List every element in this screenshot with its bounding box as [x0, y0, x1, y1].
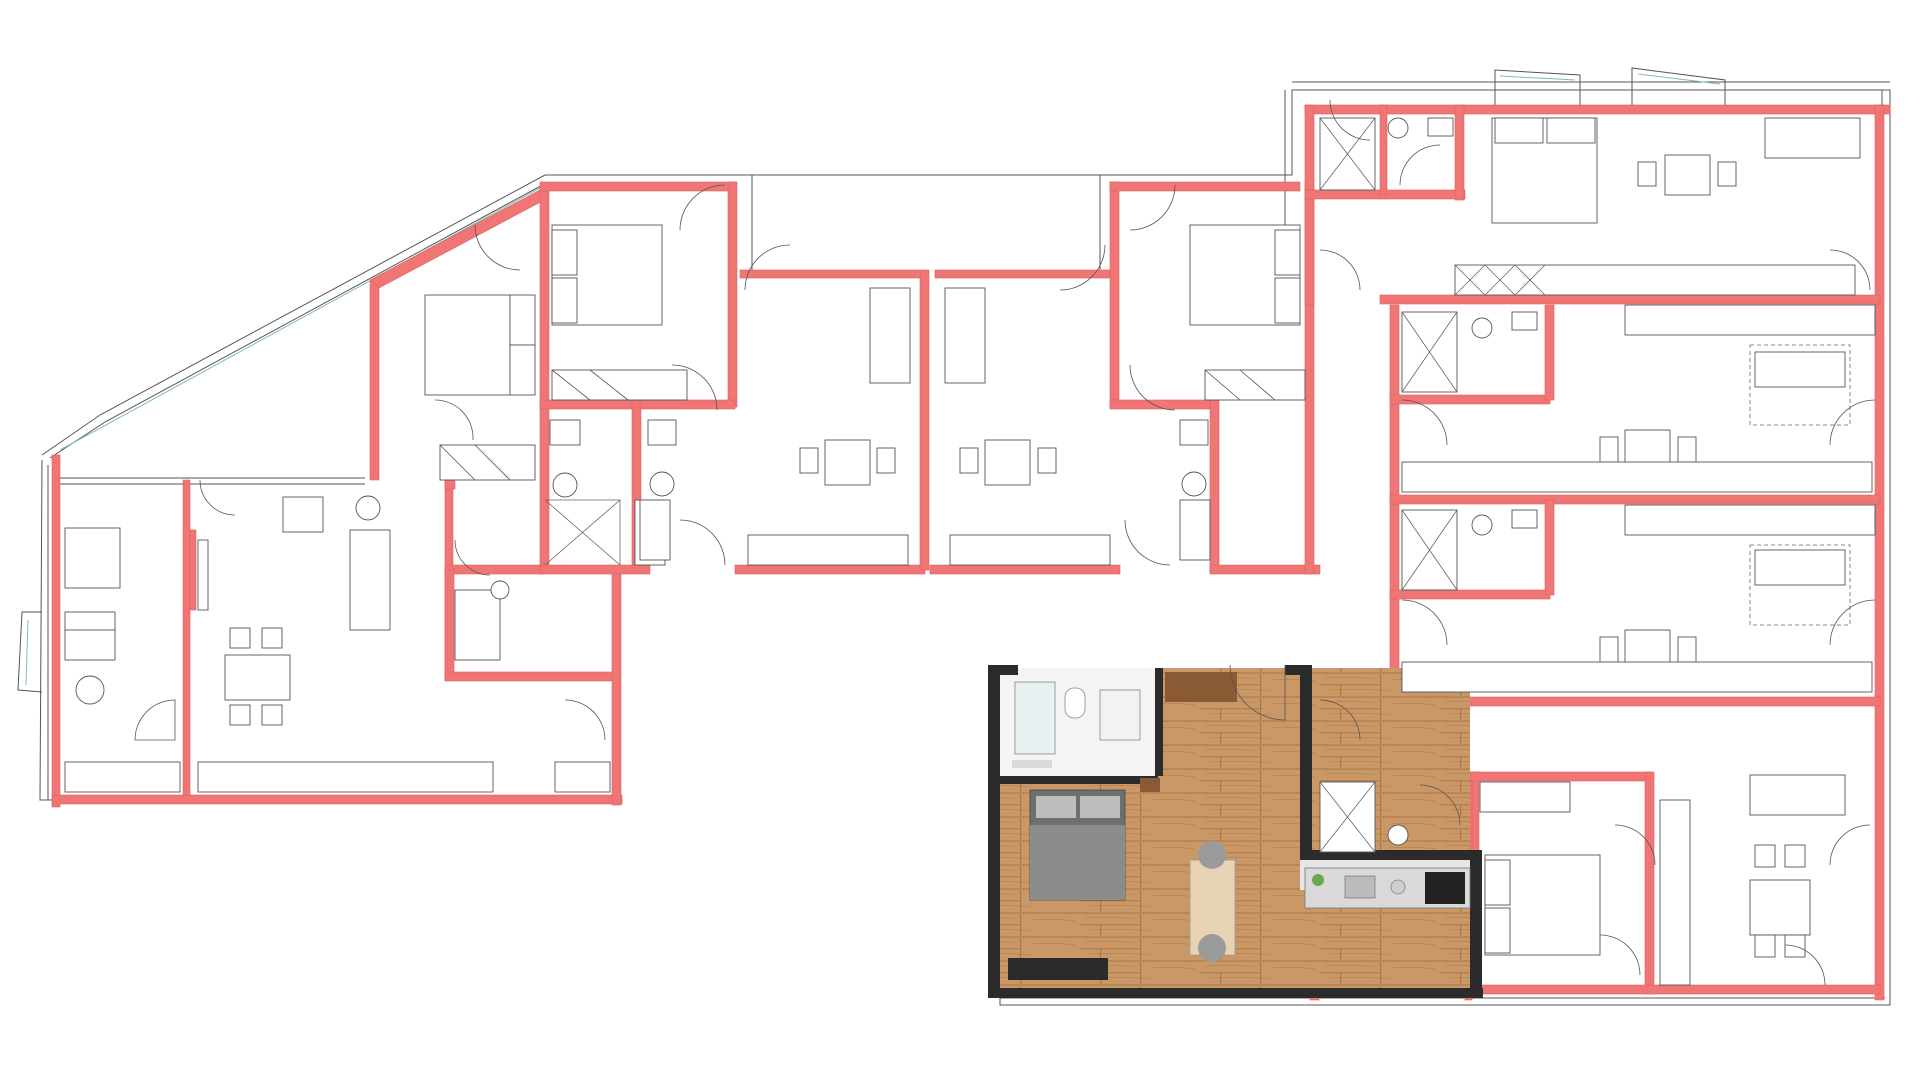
furniture-left — [64, 479, 611, 793]
furniture-center — [634, 184, 1306, 566]
furniture-right — [1319, 117, 1876, 986]
top-balcony — [1494, 67, 1726, 105]
highlighted-unit — [988, 665, 1483, 998]
left-bay — [17, 611, 43, 693]
entry-door — [1229, 664, 1286, 721]
furniture-upper-left — [424, 184, 726, 566]
